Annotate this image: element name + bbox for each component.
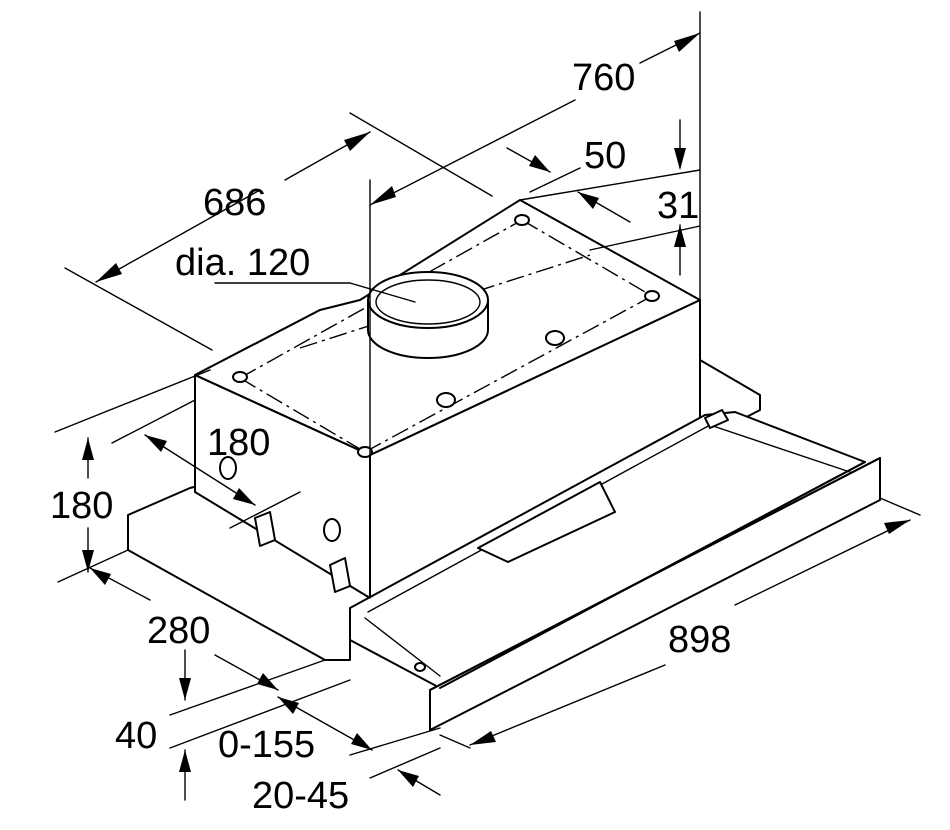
duct-collar — [367, 271, 489, 359]
dimension-labels: 760 686 50 31 dia. 120 180 180 280 40 0-… — [50, 57, 731, 817]
label-180-inner: 180 — [207, 422, 270, 464]
label-50: 50 — [584, 135, 626, 177]
label-31: 31 — [657, 185, 699, 227]
pullout-tray — [349, 409, 881, 731]
mounting-holes — [219, 214, 660, 542]
label-760: 760 — [572, 57, 635, 99]
label-dia-120: dia. 120 — [175, 242, 310, 284]
label-898: 898 — [668, 619, 731, 661]
brackets — [254, 511, 351, 593]
label-20-45: 20-45 — [252, 775, 349, 817]
dimension-lines — [54, 11, 921, 801]
label-180-height: 180 — [50, 485, 113, 527]
label-280: 280 — [147, 610, 210, 652]
label-40: 40 — [115, 715, 157, 757]
label-686: 686 — [203, 182, 266, 224]
label-0-155: 0-155 — [218, 724, 315, 766]
